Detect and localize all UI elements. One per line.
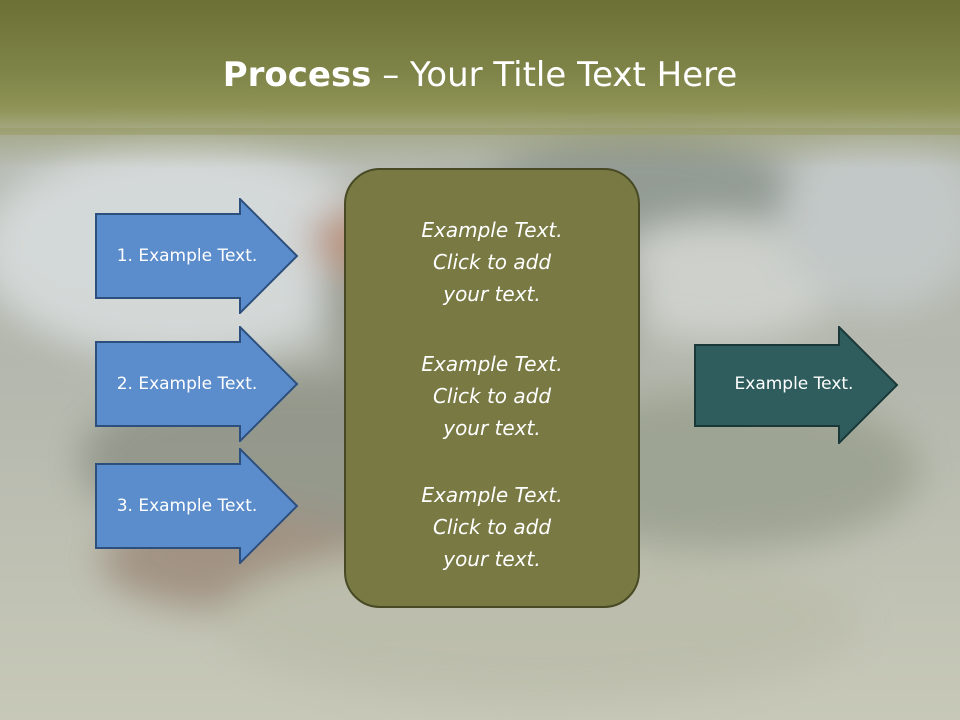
arrow-right-icon bbox=[95, 448, 299, 564]
title-band-fade bbox=[0, 128, 960, 168]
left-arrow-1[interactable]: 1. Example Text. bbox=[95, 198, 299, 314]
right-arrow[interactable]: Example Text. bbox=[694, 326, 899, 444]
arrow-right-icon bbox=[694, 326, 899, 444]
left-arrow-2-label: 2. Example Text. bbox=[116, 374, 258, 394]
left-arrow-1-label: 1. Example Text. bbox=[116, 246, 258, 266]
left-arrow-3[interactable]: 3. Example Text. bbox=[95, 448, 299, 564]
text-line: Example Text. bbox=[421, 218, 563, 242]
text-line: Example Text. bbox=[421, 352, 563, 376]
left-arrow-2[interactable]: 2. Example Text. bbox=[95, 326, 299, 442]
text-line: Click to add bbox=[432, 250, 552, 274]
arrow-right-icon bbox=[95, 198, 299, 314]
text-line: your text. bbox=[443, 282, 541, 306]
text-line: Click to add bbox=[432, 384, 552, 408]
title-bold: Process bbox=[222, 55, 372, 95]
text-line: Example Text. bbox=[421, 483, 563, 507]
slide-title[interactable]: Process – Your Title Text Here bbox=[0, 52, 960, 98]
text-block-1: Example Text. Click to add your text. bbox=[346, 214, 638, 310]
center-text-box[interactable]: Example Text. Click to add your text. Ex… bbox=[344, 168, 640, 608]
text-block-2: Example Text. Click to add your text. bbox=[346, 348, 638, 444]
text-line: Click to add bbox=[432, 515, 552, 539]
text-block-3: Example Text. Click to add your text. bbox=[346, 479, 638, 575]
right-arrow-label: Example Text. bbox=[734, 374, 854, 394]
text-line: your text. bbox=[443, 547, 541, 571]
arrow-right-icon bbox=[95, 326, 299, 442]
text-line: your text. bbox=[443, 416, 541, 440]
title-band bbox=[0, 0, 960, 135]
left-arrow-3-label: 3. Example Text. bbox=[116, 496, 258, 516]
title-rest: – Your Title Text Here bbox=[371, 55, 738, 95]
